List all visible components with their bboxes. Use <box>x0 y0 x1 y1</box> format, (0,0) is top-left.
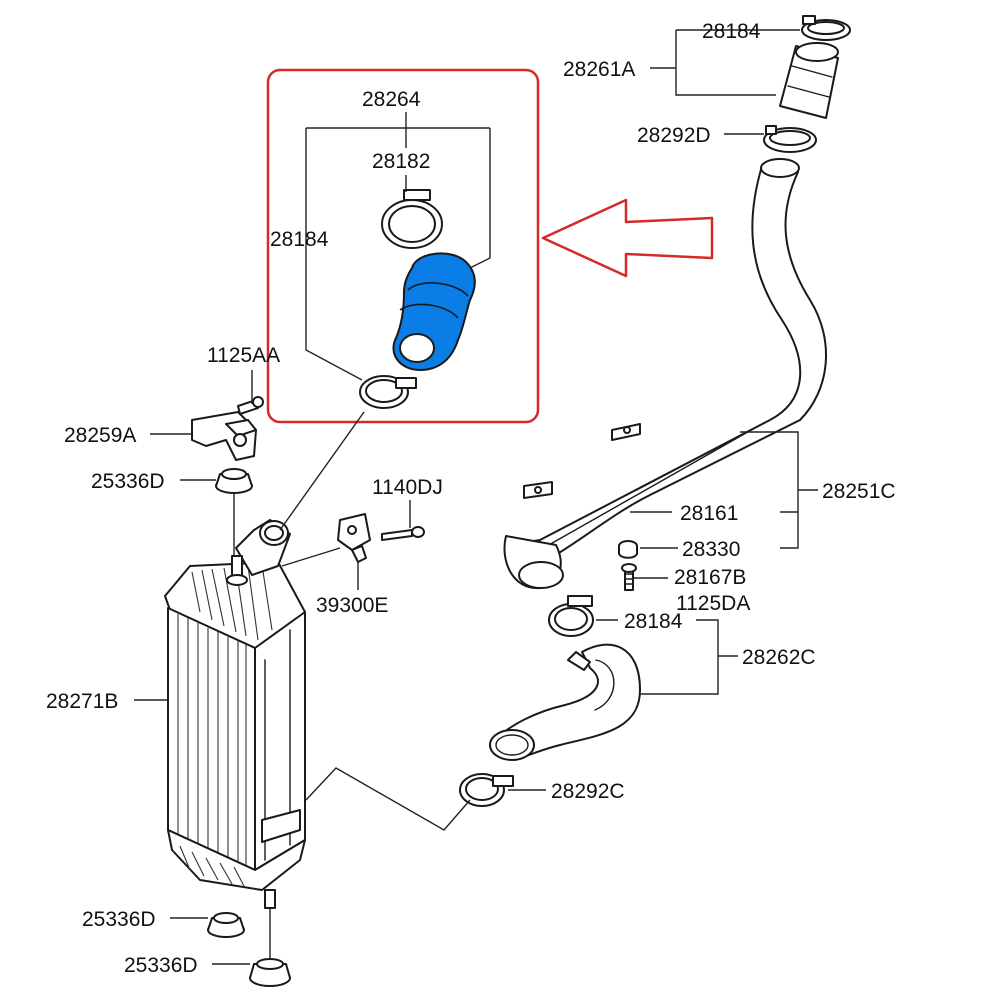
clamp-28184-box <box>359 375 417 409</box>
label-28292C: 28292C <box>551 780 625 803</box>
clamp-28184-mid <box>548 595 594 637</box>
label-28271B: 28271B <box>46 690 118 713</box>
label-25336D-bottom2: 25336D <box>124 954 198 977</box>
label-28184-top: 28184 <box>702 20 761 43</box>
sensor-39300E <box>337 513 371 563</box>
label-1140DJ: 1140DJ <box>372 476 443 499</box>
label-28259A: 28259A <box>64 424 136 447</box>
label-28262C: 28262C <box>742 646 816 669</box>
label-28264: 28264 <box>362 88 421 111</box>
grommet-25336D-bottom2 <box>249 958 291 987</box>
grommet-25336D-bottom1 <box>207 912 245 938</box>
highlight-box <box>266 68 540 424</box>
bracket-28259A <box>191 411 257 461</box>
label-28182: 28182 <box>372 150 430 173</box>
bolt-1140DJ <box>381 526 425 541</box>
left-arrow-icon <box>541 198 714 278</box>
label-28251C: 28251C <box>822 480 896 503</box>
hose-28264-highlighted <box>392 252 476 372</box>
label-28184-mid: 28184 <box>624 610 683 633</box>
callout-labels: 28184 28261A 28292D 28264 28182 28184 11… <box>46 20 896 977</box>
bolt-28167B <box>621 563 637 591</box>
label-1125DA: 1125DA <box>676 592 750 615</box>
label-28261A: 28261A <box>563 58 635 81</box>
nut-28330 <box>618 540 638 559</box>
label-28330: 28330 <box>682 538 740 561</box>
hose-28262C <box>489 643 641 761</box>
label-25336D-bottom1: 25336D <box>82 908 156 931</box>
label-1125AA: 1125AA <box>207 344 280 367</box>
bolt-1125AA <box>237 396 264 415</box>
grommet-25336D-top <box>215 468 253 494</box>
leader-lines <box>134 29 818 965</box>
label-28292D: 28292D <box>637 124 711 147</box>
label-28161: 28161 <box>680 502 738 525</box>
label-39300E: 39300E <box>316 594 388 617</box>
clamp-28182 <box>381 189 443 249</box>
clamp-28184-top <box>801 15 851 41</box>
label-28167B: 28167B <box>674 566 746 589</box>
label-25336D-top: 25336D <box>91 470 165 493</box>
label-28184-box: 28184 <box>270 228 329 251</box>
intercooler-28271B <box>164 519 306 909</box>
clamp-28292C <box>459 773 514 807</box>
hose-28261A <box>779 42 839 119</box>
clamp-28292D <box>763 125 817 153</box>
intercooler-pipe-28251C <box>503 158 827 590</box>
